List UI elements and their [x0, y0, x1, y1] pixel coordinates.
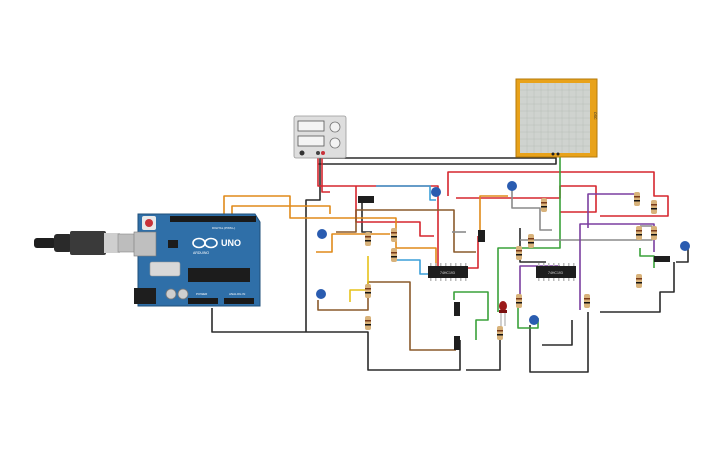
current-display — [297, 135, 325, 147]
atmega-chip — [188, 268, 250, 282]
board-model-label: UNO — [221, 238, 241, 248]
voltage-knob[interactable] — [329, 121, 341, 133]
resistor-9[interactable] — [516, 294, 522, 308]
resistor-15[interactable] — [584, 294, 590, 308]
ic2-label: 74HC193 — [548, 271, 563, 275]
wire-orange-4[interactable] — [316, 233, 390, 253]
pushbutton-6[interactable] — [680, 241, 690, 251]
resistor-1[interactable] — [365, 232, 371, 246]
resistor-14[interactable] — [636, 274, 642, 288]
wire-orange-3[interactable] — [479, 195, 508, 240]
ic-counter-1[interactable]: 74HC193 — [428, 263, 468, 281]
led[interactable] — [499, 301, 507, 326]
pushbutton-4[interactable] — [316, 289, 326, 299]
current-knob[interactable] — [329, 137, 341, 149]
wire-green-1[interactable] — [497, 152, 561, 312]
resistor-2[interactable] — [391, 228, 397, 242]
pushbutton-3[interactable] — [317, 229, 327, 239]
resistor-16[interactable] — [497, 326, 503, 340]
wire-black-3[interactable] — [466, 340, 501, 371]
usb-port — [133, 231, 157, 257]
resistor-12[interactable] — [636, 226, 642, 240]
wire-black-5[interactable] — [542, 320, 573, 346]
diode-5[interactable] — [654, 256, 670, 262]
wire-purple-2[interactable] — [579, 223, 655, 310]
power-supply[interactable] — [293, 115, 347, 159]
arduino-logo-icon — [192, 237, 218, 249]
diode-2[interactable] — [478, 230, 485, 242]
wire-black-2[interactable] — [305, 157, 556, 332]
resistor-10[interactable] — [634, 192, 640, 206]
wires — [211, 152, 689, 373]
wire-blue-2[interactable] — [394, 259, 430, 275]
resistor-13[interactable] — [651, 226, 657, 240]
wire-blue-1[interactable] — [376, 185, 436, 201]
diode-1[interactable] — [358, 196, 374, 203]
arduino-board[interactable]: UNO ARDUINO DIGITAL (PWM~) POWER ANALOG … — [133, 213, 261, 307]
analog-header[interactable] — [224, 298, 254, 304]
wire-gray-1[interactable] — [511, 188, 552, 231]
wire-green-2[interactable] — [453, 291, 489, 340]
wire-black-4[interactable] — [529, 312, 589, 373]
wire-green-3[interactable] — [639, 248, 655, 268]
resistor-11[interactable] — [651, 200, 657, 214]
wire-red-2[interactable] — [321, 152, 330, 193]
ic-counter-2[interactable]: 74HC193 — [536, 263, 576, 281]
wire-black-8[interactable] — [361, 200, 372, 233]
wire-red-3[interactable] — [447, 171, 669, 217]
scope-side-label: OSC — [593, 112, 597, 120]
resistor-7[interactable] — [528, 234, 534, 248]
board-brand-label: ARDUINO — [193, 251, 209, 255]
resistor-6[interactable] — [541, 198, 547, 212]
resistor-4[interactable] — [365, 284, 371, 298]
pushbutton-5[interactable] — [529, 315, 539, 325]
digital-header[interactable] — [170, 216, 256, 222]
power-jack — [134, 288, 156, 304]
power-header-label: POWER — [196, 292, 208, 296]
resistor-5[interactable] — [365, 316, 371, 330]
ic1-label: 74HC193 — [440, 271, 455, 275]
wire-brown-2[interactable] — [336, 209, 476, 253]
usb-cable[interactable] — [34, 231, 149, 255]
pushbuttons — [316, 181, 690, 325]
diode-3[interactable] — [454, 302, 460, 316]
wire-yellow-1[interactable] — [349, 256, 369, 302]
resistor-3[interactable] — [391, 248, 397, 262]
power-header[interactable] — [188, 298, 218, 304]
voltage-display — [297, 120, 325, 132]
wire-red-6[interactable] — [464, 236, 479, 269]
wire-red-5[interactable] — [456, 185, 597, 213]
wire-black-6[interactable] — [600, 262, 675, 313]
oscilloscope[interactable]: OSC — [515, 78, 598, 158]
diode-4[interactable] — [454, 336, 460, 350]
pushbutton-2[interactable] — [507, 181, 517, 191]
resistor-8[interactable] — [516, 246, 522, 260]
wire-brown-1[interactable] — [317, 281, 456, 351]
resistors — [365, 192, 657, 340]
wire-black-1[interactable] — [211, 308, 461, 371]
pushbutton-1[interactable] — [431, 187, 441, 197]
analog-header-label: ANALOG IN — [229, 292, 245, 296]
wire-purple-1[interactable] — [587, 193, 634, 228]
diodes — [358, 196, 670, 350]
wire-black-9[interactable] — [676, 248, 689, 263]
wire-orange-2[interactable] — [231, 205, 331, 218]
wire-orange-1[interactable] — [223, 195, 437, 268]
digital-header-label: DIGITAL (PWM~) — [212, 226, 235, 230]
